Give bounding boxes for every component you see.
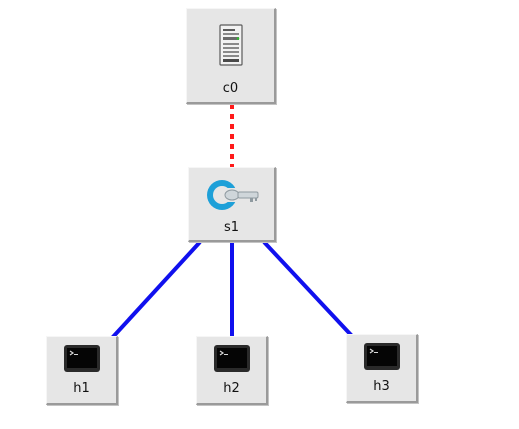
terminal-icon xyxy=(213,344,251,378)
link-s1-h1[interactable] xyxy=(110,240,202,340)
host-node-h1[interactable]: h1 xyxy=(46,336,118,405)
switch-icon xyxy=(202,174,262,220)
node-label-s1: s1 xyxy=(223,220,240,235)
controller-node-c0[interactable]: c0 xyxy=(186,8,276,104)
host-node-h2[interactable]: h2 xyxy=(196,336,268,405)
host-node-h3[interactable]: h3 xyxy=(346,334,418,403)
terminal-icon xyxy=(63,344,101,378)
node-label-h1: h1 xyxy=(73,381,90,396)
node-label-h2: h2 xyxy=(223,381,240,396)
switch-node-s1[interactable]: s1 xyxy=(188,167,276,242)
terminal-icon xyxy=(363,342,401,376)
node-label-h3: h3 xyxy=(373,379,390,394)
node-label-c0: c0 xyxy=(222,81,239,96)
server-icon xyxy=(217,23,245,73)
link-s1-h3[interactable] xyxy=(262,240,354,338)
